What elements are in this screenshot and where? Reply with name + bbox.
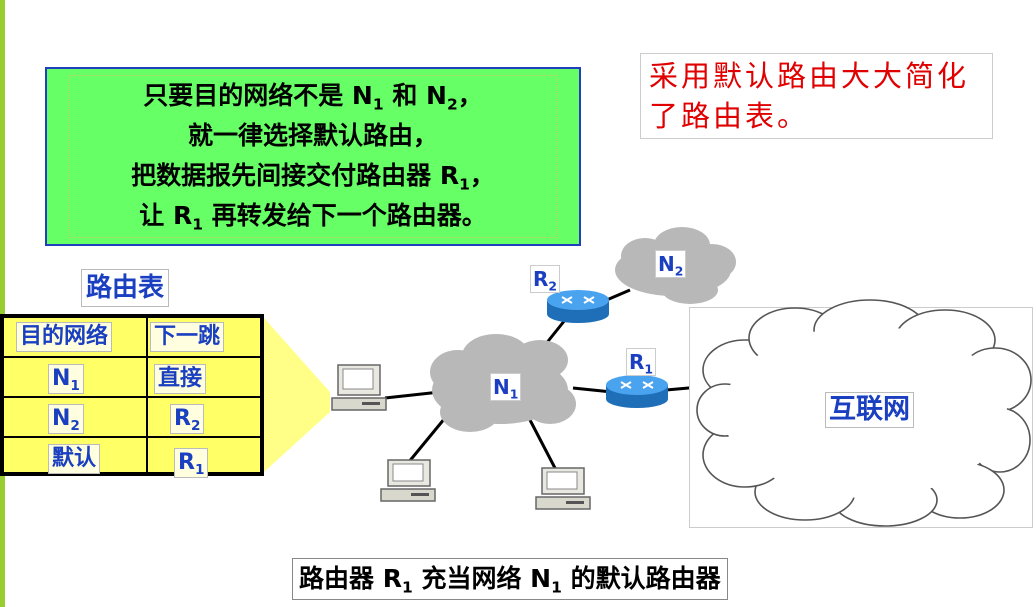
table-projection: [264, 318, 330, 472]
policy-line-2: 就一律选择默认路由，: [187, 121, 438, 150]
policy-line-1b: 和 N: [383, 81, 447, 110]
policy-line-1: 只要目的网络不是 N1 和 N2，: [47, 81, 579, 114]
row-2-next-text: R: [174, 406, 191, 431]
table-row-3-dest: 默认: [48, 444, 101, 474]
link-r1-n1: [572, 386, 613, 394]
network-n2-label: N2: [655, 250, 687, 279]
diagram-caption: 路由器 R1 充当网络 N1 的默认路由器: [292, 558, 728, 600]
row-3-next-sub: 1: [194, 461, 205, 478]
table-header-dest: 目的网络: [16, 322, 113, 352]
row-3-next-text: R: [178, 450, 195, 475]
row-1-dest-text: N: [52, 366, 71, 391]
network-n2-text: N: [658, 252, 675, 276]
table-row-2-dest: N2: [48, 404, 84, 434]
caption-sub2: 1: [551, 578, 562, 597]
policy-line-3-sub: 1: [459, 175, 470, 194]
caption-b: 充当网络 N: [412, 564, 552, 593]
link-host3-n1: [528, 419, 558, 471]
row-2-dest-text: N: [52, 406, 71, 431]
row-2-dest-sub: 2: [70, 417, 80, 434]
policy-box-inner-border: [69, 75, 557, 238]
policy-line-3a: 把数据报先间接交付路由器 R: [131, 161, 460, 190]
table-row-1-next: 直接: [154, 364, 207, 394]
row-3-dest-text: 默认: [52, 446, 97, 471]
cloud-icon: [430, 334, 576, 432]
routing-table-title: 路由表: [81, 269, 170, 307]
policy-line-4: 让 R1 再转发给下一个路由器。: [47, 201, 579, 234]
row-1-next-text: 直接: [158, 366, 203, 391]
network-n2-sub: 2: [674, 263, 684, 279]
policy-box: 只要目的网络不是 N1 和 N2， 就一律选择默认路由， 把数据报先间接交付路由…: [45, 67, 581, 246]
note-text: 采用默认路由大大简化了路由表。: [649, 59, 970, 133]
row-1-dest-sub: 1: [70, 377, 80, 394]
link-host2-n1: [406, 417, 447, 464]
router-r1-sub: 1: [644, 361, 654, 377]
policy-line-1a: 只要目的网络不是 N: [143, 81, 373, 110]
router-r1-text: R: [629, 350, 645, 374]
left-accent-bar: [0, 0, 5, 607]
note-box: 采用默认路由大大简化了路由表。: [640, 53, 993, 139]
caption-a: 路由器 R: [299, 564, 402, 593]
link-host1-n1: [384, 390, 441, 400]
row-2-next-sub: 2: [190, 417, 201, 434]
caption-sub1: 1: [401, 578, 413, 597]
routing-table: 目的网络 下一跳 N1 直接 N2 R2 默认 R1: [0, 314, 264, 478]
policy-line-1-sub2: 2: [446, 95, 458, 114]
router-r1-label: R1: [626, 348, 657, 377]
network-n1-text: N: [493, 375, 510, 399]
router-r2-text: R: [533, 267, 549, 291]
network-n1-sub: 1: [509, 386, 519, 402]
table-divider: [4, 396, 260, 398]
router-icon: [547, 290, 609, 323]
router-r2-sub: 2: [548, 278, 558, 294]
network-n1-label: N1: [490, 373, 522, 402]
table-divider: [4, 436, 260, 438]
table-header-next: 下一跳: [150, 322, 225, 352]
policy-line-4-sub: 1: [192, 215, 204, 234]
policy-line-3: 把数据报先间接交付路由器 R1，: [47, 161, 579, 194]
policy-line-1-sub1: 1: [372, 95, 384, 114]
computer-icon: [331, 364, 387, 411]
caption-c: 的默认路由器: [561, 564, 721, 593]
computer-icon: [535, 467, 591, 510]
table-divider: [4, 356, 260, 358]
policy-line-4b: 再转发给下一个路由器。: [203, 201, 487, 230]
policy-line-3b: ，: [469, 161, 495, 190]
table-column-divider: [146, 318, 148, 472]
router-icon: [606, 375, 668, 408]
table-row-2-next: R2: [170, 404, 205, 434]
table-row-3-next: R1: [174, 448, 209, 478]
policy-line-4a: 让 R: [139, 201, 193, 230]
internet-label: 互联网: [825, 392, 914, 428]
table-row-1-dest: N1: [48, 364, 84, 394]
router-r2-label: R2: [530, 265, 561, 294]
link-r2-n1: [543, 319, 567, 346]
policy-line-1c: ，: [457, 81, 483, 110]
computer-icon: [380, 459, 436, 502]
